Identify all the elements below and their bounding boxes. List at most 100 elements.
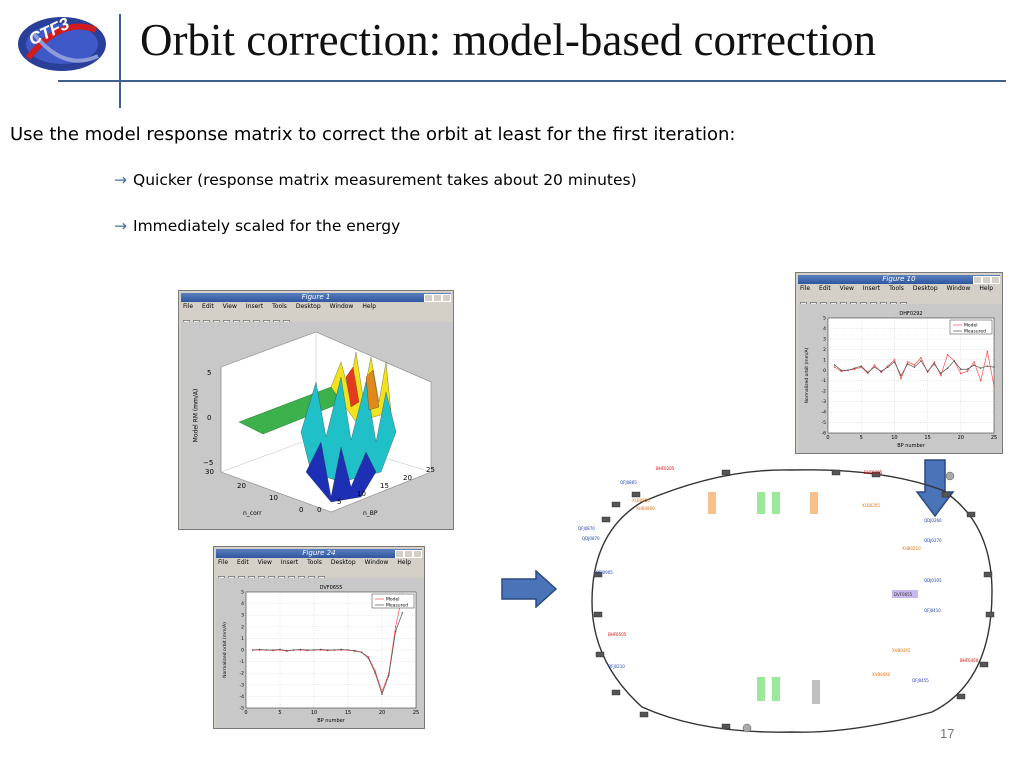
menu-insert[interactable]: Insert <box>245 303 264 310</box>
x-tick: 30 <box>205 468 214 476</box>
x-tick-label: 20 <box>958 435 964 441</box>
ring-label-blue: QFJ0210 <box>608 664 625 669</box>
data-point <box>933 363 936 365</box>
menu-help[interactable]: Help <box>362 303 377 310</box>
data-point <box>940 372 942 375</box>
data-point <box>893 361 896 363</box>
menu-desktop[interactable]: Desktop <box>295 303 321 310</box>
arrow-bullet-icon: → <box>114 217 127 235</box>
y-tick-label: -5 <box>240 706 245 712</box>
maximize-button[interactable] <box>982 276 991 284</box>
minimize-button[interactable] <box>973 276 982 284</box>
menu-tools[interactable]: Tools <box>307 559 322 566</box>
data-point <box>873 366 876 368</box>
data-point <box>933 361 936 363</box>
data-point <box>320 648 322 651</box>
y-tick: 0 <box>317 506 322 514</box>
y-tick: 5 <box>337 498 342 506</box>
menu-window[interactable]: Window <box>946 285 971 292</box>
menu-edit[interactable]: Edit <box>819 285 831 292</box>
maximize-button[interactable] <box>404 550 413 558</box>
x-tick-label: 15 <box>345 710 351 716</box>
y-tick-label: 3 <box>823 336 826 342</box>
y-tick: 15 <box>380 482 389 490</box>
data-point <box>340 648 342 651</box>
data-point <box>258 648 261 651</box>
menu-window[interactable]: Window <box>364 559 389 566</box>
menu-desktop[interactable]: Desktop <box>912 285 938 292</box>
legend-label: Model <box>964 323 978 329</box>
menu-insert[interactable]: Insert <box>280 559 299 566</box>
data-point <box>920 356 922 359</box>
menu-help[interactable]: Help <box>979 285 994 292</box>
data-point <box>986 365 989 367</box>
menu-edit[interactable]: Edit <box>202 303 214 310</box>
data-point <box>913 366 916 368</box>
close-button[interactable] <box>442 294 451 302</box>
figure-canvas: 5 0 −5 Model RM (mm/A) 30 20 10 0 n_corr… <box>181 322 453 529</box>
y-tick-label: 1 <box>241 636 244 642</box>
menu-insert[interactable]: Insert <box>862 285 881 292</box>
data-point <box>313 649 315 651</box>
menu-help[interactable]: Help <box>397 559 412 566</box>
y-tick-label: -3 <box>822 399 827 405</box>
close-button[interactable] <box>991 276 1000 284</box>
ring-box-label: DVF0655 <box>894 592 913 597</box>
menu-tools[interactable]: Tools <box>272 303 287 310</box>
menu-desktop[interactable]: Desktop <box>330 559 356 566</box>
data-point <box>381 693 383 695</box>
ctf3-logo <box>14 12 110 76</box>
data-point <box>853 367 856 369</box>
menu-view[interactable]: View <box>257 559 272 566</box>
window-titlebar: Figure 1 <box>181 293 451 302</box>
z-tick: 5 <box>207 369 212 377</box>
x-axis-label: BP number <box>317 718 345 724</box>
minimize-button[interactable] <box>424 294 433 302</box>
data-point <box>986 350 989 353</box>
toolbar <box>800 294 998 309</box>
menu-edit[interactable]: Edit <box>237 559 249 566</box>
menu-window[interactable]: Window <box>329 303 354 310</box>
title-underline <box>58 80 1006 82</box>
y-tick-label: 4 <box>823 326 826 332</box>
window-titlebar: Figure 24 <box>216 549 422 558</box>
x-tick-label: 25 <box>413 710 419 716</box>
x-tick: 10 <box>269 494 278 502</box>
z-tick: 0 <box>207 414 212 422</box>
data-point <box>840 369 843 372</box>
figure-10-window: Figure 10 File Edit View Insert Tools Desktop… <box>795 272 1003 454</box>
ring-label-red: BHF0405 <box>864 470 883 475</box>
y-tick-label: 5 <box>823 316 826 322</box>
ring-lattice-diagram: BHF0205 BHF0405 BHF0450 BHF0505 QFJ0865 … <box>578 466 995 733</box>
data-point <box>374 670 376 672</box>
data-point <box>893 359 896 361</box>
data-point <box>374 672 376 674</box>
minimize-button[interactable] <box>395 550 404 558</box>
menu-file[interactable]: File <box>183 303 194 310</box>
menu-view[interactable]: View <box>222 303 237 310</box>
y-tick-label: 4 <box>241 601 244 607</box>
ring-label-blue: QDJ0870 <box>582 536 600 541</box>
menu-file[interactable]: File <box>800 285 811 292</box>
menu-view[interactable]: View <box>839 285 854 292</box>
data-point <box>900 374 902 377</box>
vertical-rule <box>119 14 121 108</box>
y-axis-label: n_BP <box>363 510 378 517</box>
x-tick: 0 <box>299 506 304 514</box>
sub-bullet-text: Immediately scaled for the energy <box>133 217 401 235</box>
window-title: Figure 10 <box>882 275 916 283</box>
data-point <box>966 368 969 371</box>
ring-label-red: BHF0505 <box>608 632 627 637</box>
data-point <box>973 361 975 363</box>
ring-label-blue: QDJ0305 <box>924 578 942 583</box>
right-arrow-icon <box>501 570 558 608</box>
menu-tools[interactable]: Tools <box>889 285 904 292</box>
menu-file[interactable]: File <box>218 559 229 566</box>
data-point <box>960 372 962 375</box>
figure-24-window: Figure 24 File Edit View Insert Tools Desktop… <box>213 546 425 729</box>
close-button[interactable] <box>413 550 422 558</box>
maximize-button[interactable] <box>433 294 442 302</box>
x-tick-label: 20 <box>379 710 385 716</box>
data-point <box>272 649 274 651</box>
legend-label: Model <box>386 597 400 603</box>
